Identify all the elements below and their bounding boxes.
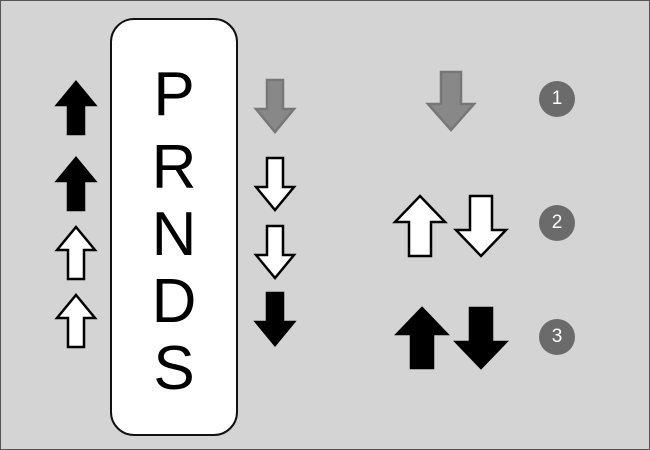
legend-1-gray-down-arrow-icon: [425, 70, 477, 132]
gear-s-label: S: [153, 334, 195, 403]
down-arrow-gray-p-r: [253, 78, 297, 134]
up-arrow-black-p-r: [54, 80, 98, 136]
legend-2-number-badge: 2: [539, 205, 575, 241]
down-arrow-black-d-s: [253, 291, 297, 347]
up-arrow-black-r-n: [54, 156, 98, 212]
down-arrow-white-n-d: [253, 224, 297, 280]
legend-2-white-up-arrow-icon: [392, 194, 448, 258]
gear-selector-gate: P R N D S: [110, 18, 238, 436]
legend-3-black-up-arrow-icon: [394, 306, 450, 370]
gear-r-label: R: [151, 133, 197, 202]
legend-3-number-badge: 3: [539, 319, 575, 355]
legend-1-number-badge: 1: [539, 81, 575, 117]
gear-p-label: P: [153, 60, 195, 129]
legend-2-white-down-arrow-icon: [453, 194, 509, 258]
legend-3-black-down-arrow-icon: [453, 306, 509, 370]
up-arrow-white-n-d: [54, 225, 98, 281]
gear-n-label: N: [151, 200, 197, 269]
up-arrow-white-d-s: [54, 293, 98, 349]
gear-d-label: D: [151, 267, 197, 336]
down-arrow-white-r-n: [253, 156, 297, 212]
